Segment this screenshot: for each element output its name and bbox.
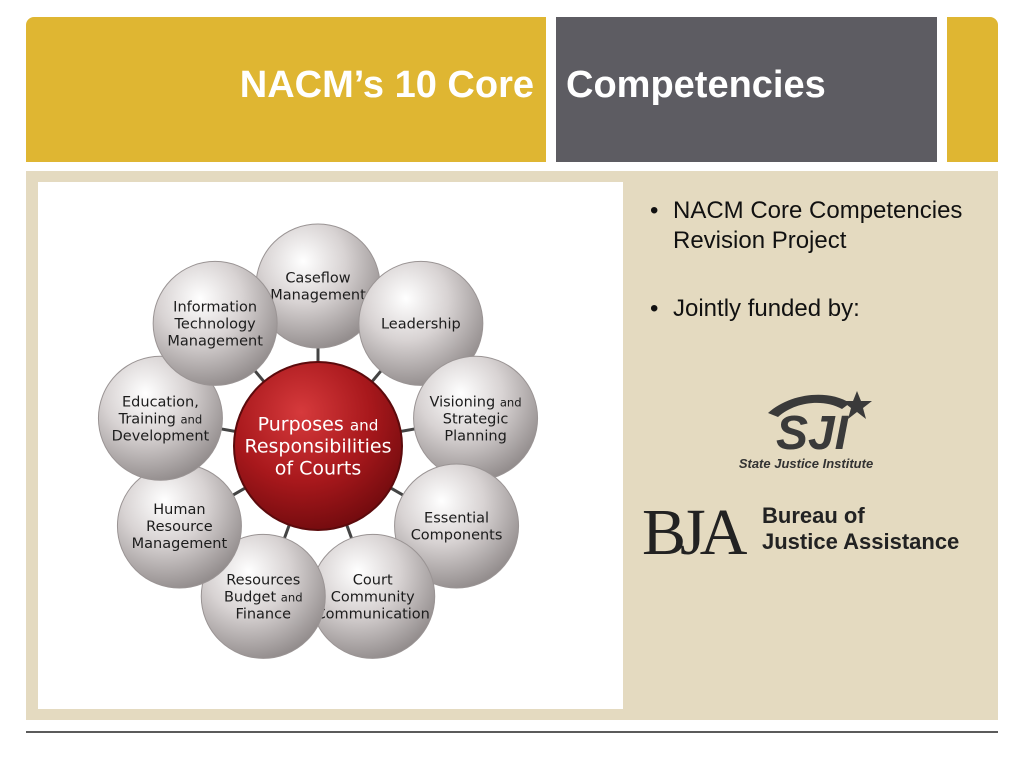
- sji-mark: SJI: [776, 407, 850, 460]
- slide-title-part1: NACM’s 10 Core: [239, 64, 534, 106]
- node-label-line: Development: [112, 428, 210, 444]
- node-label-line: Leadership: [381, 317, 461, 333]
- node-label-line: Purposes and: [258, 414, 379, 436]
- node-label-line: Finance: [236, 606, 292, 622]
- node-label-line: Management: [132, 536, 228, 552]
- title-band-gray: [556, 17, 937, 162]
- bullet-item-revision: NACM Core Competencies Revision Project: [648, 196, 978, 256]
- node-label-line: Caseflow: [285, 271, 350, 287]
- bja-name: Bureau of Justice Assistance: [762, 503, 959, 555]
- star-icon: [842, 391, 872, 419]
- node-label-line: Planning: [444, 428, 506, 444]
- title-band-accent: [947, 17, 998, 162]
- node-label-line: Strategic: [443, 411, 509, 427]
- center-node-circle: [233, 361, 403, 531]
- node-label-line: Management: [270, 288, 366, 304]
- node-circle: [152, 260, 278, 386]
- node-label-line: Communication: [316, 606, 430, 622]
- node-label-line: Visioning and: [430, 394, 522, 410]
- node-label-line: Essential: [424, 511, 489, 527]
- sji-swoosh: [768, 394, 850, 417]
- bottom-rule: [26, 731, 998, 733]
- node-label-line: Budget and: [224, 589, 303, 605]
- node-label-line: of Courts: [275, 458, 361, 480]
- node-circle: [358, 260, 484, 386]
- node-circle: [394, 463, 520, 589]
- node-label-line: Information: [173, 300, 257, 316]
- slide-title-part2: Competencies: [566, 64, 826, 106]
- node-label-line: Education,: [122, 394, 199, 410]
- node-label-line: Responsibilities: [244, 436, 391, 458]
- bja-mark: BJA: [642, 496, 748, 569]
- node-label-line: Technology: [174, 317, 257, 333]
- node-label-line: Community: [331, 589, 415, 605]
- node-circle: [200, 533, 326, 659]
- bja-name-line2: Justice Assistance: [762, 529, 960, 554]
- node-label-line: Court: [353, 572, 393, 588]
- node-label-line: Training and: [118, 411, 203, 427]
- node-label-line: Management: [167, 334, 263, 350]
- sji-logo: SJI: [768, 391, 872, 460]
- node-label-line: Components: [411, 528, 503, 544]
- node-label-line: Resources: [226, 572, 300, 588]
- node-leadership: Leadership: [358, 260, 484, 386]
- bja-name-line1: Bureau of: [762, 503, 865, 528]
- bullet-list: NACM Core Competencies Revision Project …: [648, 196, 978, 362]
- bullet-item-funding: Jointly funded by:: [648, 294, 978, 324]
- title-band-gold: [26, 17, 546, 162]
- sji-name: State Justice Institute: [738, 456, 874, 471]
- node-label-line: Human: [153, 502, 205, 518]
- node-circle: [97, 355, 223, 481]
- bja-logo: BJA: [642, 496, 754, 569]
- node-label-line: Resource: [146, 519, 213, 535]
